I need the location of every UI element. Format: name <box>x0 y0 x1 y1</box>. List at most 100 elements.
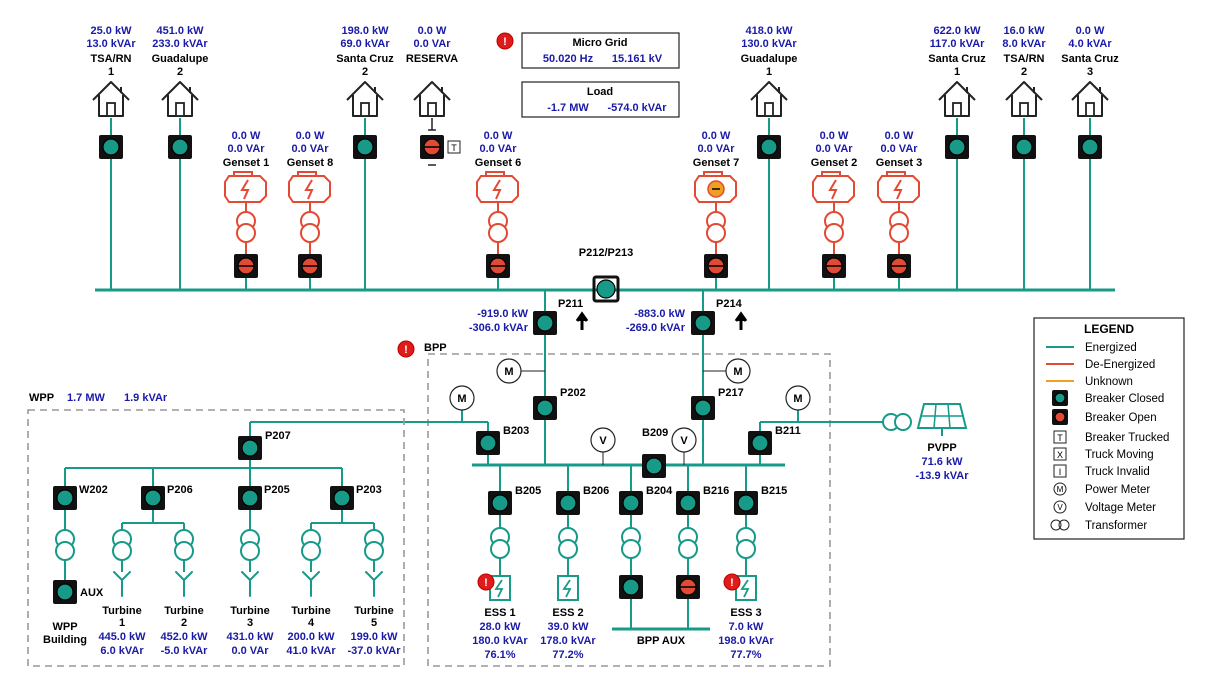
b209-breaker[interactable] <box>642 454 666 478</box>
genset-breaker[interactable] <box>234 254 258 278</box>
breaker-trucked-icon: T <box>447 140 461 154</box>
load-breaker[interactable] <box>757 135 781 159</box>
load-kw: 0.0 W <box>1076 25 1105 37</box>
load-number: 1 <box>766 66 772 78</box>
b211-breaker[interactable] <box>748 431 772 455</box>
wind-turbine-icon <box>113 571 131 597</box>
micro-grid-frequency: 50.020 Hz <box>543 53 594 65</box>
bpp-aux-breaker[interactable] <box>676 575 700 599</box>
genset-name: Genset 8 <box>287 157 333 169</box>
load-name: Guadalupe <box>152 53 209 65</box>
turbine-number: 2 <box>181 617 187 629</box>
transformer-icon <box>889 211 909 243</box>
load-breaker[interactable] <box>99 135 123 159</box>
transformer-icon <box>558 527 578 559</box>
bpp-feeder-label: B216 <box>703 485 729 497</box>
load-breaker[interactable] <box>353 135 377 159</box>
p217-breaker[interactable] <box>691 396 715 420</box>
b203-breaker[interactable] <box>476 431 500 455</box>
bpp-label: BPP <box>424 342 447 354</box>
genset-breaker[interactable] <box>704 254 728 278</box>
alarm-icon[interactable]: ! <box>477 573 495 591</box>
bpp-feeder: B216 <box>676 465 729 629</box>
aux-breaker[interactable] <box>53 580 77 604</box>
load-kw: 451.0 kW <box>156 25 204 37</box>
wpp-label: WPP <box>29 392 54 404</box>
p207-breaker[interactable] <box>238 436 262 460</box>
wpp-group-breaker[interactable] <box>141 486 165 510</box>
legend-transformer-icon <box>1050 519 1070 531</box>
genset-name: Genset 3 <box>876 157 922 169</box>
svg-text:M: M <box>793 393 802 405</box>
bpp-feeder-breaker[interactable] <box>734 491 758 515</box>
alarm-microgrid-icon[interactable]: ! <box>496 32 514 50</box>
genset-name: Genset 6 <box>475 157 521 169</box>
legend-item-label: Energized <box>1085 342 1137 354</box>
genset-breaker[interactable] <box>486 254 510 278</box>
svg-text:T: T <box>451 143 457 153</box>
transformer-icon <box>488 211 508 243</box>
bpp-feeder-label: B215 <box>761 485 787 497</box>
svg-text:!: ! <box>404 344 408 356</box>
wpp-group-breaker[interactable] <box>330 486 354 510</box>
load-breaker[interactable] <box>1012 135 1036 159</box>
legend-truck-moving-icon: X <box>1053 447 1067 461</box>
load-number: 2 <box>362 66 368 78</box>
solar-panel-icon <box>916 403 968 436</box>
wpp-building-l1: WPP <box>52 621 77 633</box>
svg-text:M: M <box>504 366 513 378</box>
load-number: 2 <box>1021 66 1027 78</box>
legend-item-label: Breaker Closed <box>1085 393 1164 405</box>
genset-breaker[interactable] <box>887 254 911 278</box>
ess-soc: 77.2% <box>552 649 583 661</box>
svg-text:M: M <box>733 366 742 378</box>
svg-text:!: ! <box>730 577 734 589</box>
svg-text:V: V <box>680 435 688 447</box>
turbine-kvar: -5.0 kVAr <box>161 645 209 657</box>
turbine-name: Turbine <box>164 605 204 617</box>
pvpp-kw: 71.6 kW <box>922 456 964 468</box>
turbine-number: 5 <box>371 617 377 629</box>
bpp-feeder: B204 <box>619 465 673 629</box>
load-kvar: 130.0 kVAr <box>741 38 797 50</box>
load-breaker[interactable] <box>945 135 969 159</box>
wpp-group-breaker[interactable] <box>238 486 262 510</box>
turbine-kw: 199.0 kW <box>350 631 398 643</box>
turbine-kw: 452.0 kW <box>160 631 208 643</box>
bpp-area <box>427 353 831 667</box>
ess-kw: 7.0 kW <box>729 621 764 633</box>
genset-breaker[interactable] <box>822 254 846 278</box>
bpp-feeder-breaker[interactable] <box>488 491 512 515</box>
engine-icon <box>224 171 267 203</box>
w202-breaker[interactable] <box>53 486 77 510</box>
house-icon <box>750 81 788 117</box>
genset-breaker[interactable] <box>298 254 322 278</box>
turbine-kw: 200.0 kW <box>287 631 335 643</box>
legend: LEGEND T X I M V EnergizedDe-EnergizedUn… <box>1033 317 1185 540</box>
load-breaker[interactable] <box>168 135 192 159</box>
ess-soc: 76.1% <box>484 649 515 661</box>
bpp-feeder-breaker[interactable] <box>619 491 643 515</box>
wpp-group-label: P203 <box>356 484 382 496</box>
bpp-feeder-breaker[interactable] <box>556 491 580 515</box>
load-breaker[interactable] <box>1078 135 1102 159</box>
p214-breaker[interactable] <box>691 311 715 335</box>
load-kw: 198.0 kW <box>341 25 389 37</box>
p211-breaker[interactable] <box>533 311 557 335</box>
load-breaker-trucked[interactable] <box>420 135 444 159</box>
load-kvar: 0.0 VAr <box>413 38 451 50</box>
load-name: TSA/RN <box>91 53 132 65</box>
p212-breaker[interactable] <box>596 279 616 299</box>
alarm-bpp-icon[interactable]: ! <box>397 340 415 358</box>
bpp-feeder-breaker[interactable] <box>676 491 700 515</box>
alarm-icon[interactable]: ! <box>723 573 741 591</box>
p202-breaker[interactable] <box>533 396 557 420</box>
bpp-aux-breaker[interactable] <box>619 575 643 599</box>
